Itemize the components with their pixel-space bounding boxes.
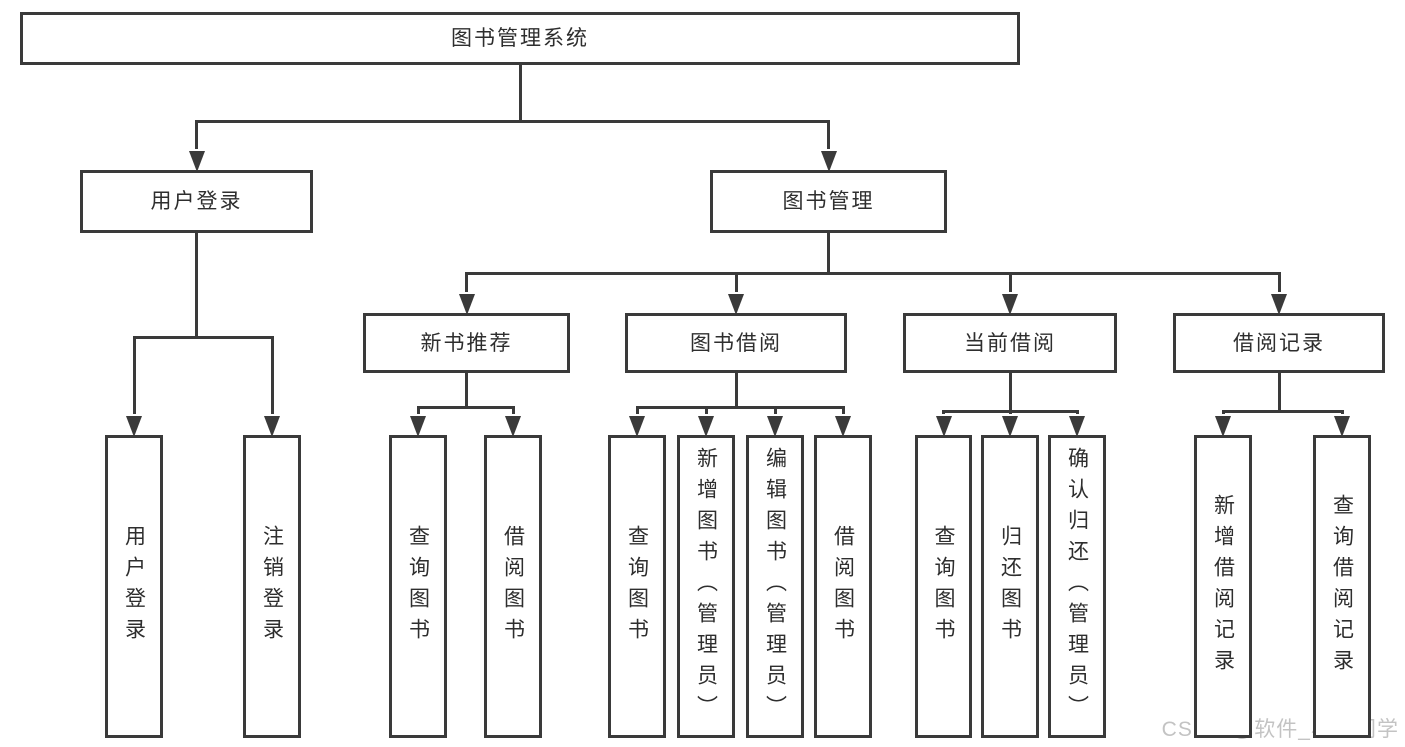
node-label-leaf-borrow-book-2: 借阅图书 (831, 524, 855, 649)
connector-bus-user-login-group (132, 336, 274, 339)
arrowhead-icon-leaf-borrow-book-1 (505, 416, 521, 437)
node-label-leaf-borrow-book-1: 借阅图书 (501, 524, 525, 649)
node-book-management: 图书管理 (710, 170, 947, 233)
connector-drop-leaf-query-book-2 (635, 409, 639, 414)
connector-bus-new-book-recommend (416, 406, 515, 409)
node-root: 图书管理系统 (20, 12, 1020, 65)
node-leaf-add-borrow-record: 新增借阅记录 (1194, 435, 1252, 738)
connector-drop-leaf-add-borrow-record (1221, 413, 1225, 414)
arrowhead-icon-leaf-borrow-book-2 (835, 416, 851, 437)
node-label-leaf-user-login: 用户登录 (122, 524, 146, 649)
arrowhead-icon-leaf-logout (264, 416, 280, 437)
connector-drop-leaf-return-book (1008, 413, 1012, 414)
node-label-user-login-group: 用户登录 (150, 190, 243, 213)
connector-stem-user-login-group (195, 233, 198, 339)
arrowhead-icon-leaf-query-book-1 (410, 416, 426, 437)
node-leaf-confirm-return: 确认归还（管理员） (1048, 435, 1106, 738)
arrowhead-icon-leaf-return-book (1002, 416, 1018, 437)
connector-bus-book-management (465, 272, 1281, 275)
arrowhead-icon-new-book-recommend (458, 294, 475, 315)
connector-bus-current-borrow (942, 410, 1079, 413)
connector-stem-current-borrow (1008, 373, 1012, 413)
arrowhead-icon-book-borrow (728, 294, 744, 315)
connector-stem-book-management (827, 233, 830, 275)
node-label-leaf-add-borrow-record: 新增借阅记录 (1211, 493, 1235, 680)
node-label-leaf-add-book: 新增图书（管理员） (694, 447, 718, 726)
connector-drop-current-borrow (1008, 275, 1012, 292)
node-leaf-query-book-2: 查询图书 (608, 435, 666, 738)
node-borrow-records: 借阅记录 (1173, 313, 1385, 373)
connector-drop-leaf-add-book (704, 409, 708, 414)
connector-drop-user-login-group (195, 123, 198, 149)
node-label-leaf-query-book-1: 查询图书 (406, 524, 430, 649)
connector-stem-book-borrow (734, 373, 738, 409)
node-label-borrow-records: 借阅记录 (1233, 331, 1325, 355)
arrowhead-icon-leaf-edit-book (767, 416, 783, 437)
connector-drop-leaf-user-login (132, 339, 136, 414)
connector-drop-new-book-recommend (465, 275, 468, 292)
arrowhead-icon-current-borrow (1002, 294, 1018, 315)
connector-drop-leaf-borrow-book-1 (511, 409, 515, 414)
node-label-leaf-query-book-2: 查询图书 (625, 524, 649, 649)
node-leaf-query-borrow-record: 查询借阅记录 (1313, 435, 1371, 738)
node-leaf-borrow-book-2: 借阅图书 (814, 435, 872, 738)
connector-stem-root (518, 65, 522, 123)
connector-stem-borrow-records (1277, 373, 1281, 413)
node-label-current-borrow: 当前借阅 (964, 331, 1056, 355)
arrowhead-icon-leaf-add-book (698, 416, 714, 437)
arrowhead-icon-leaf-query-borrow-record (1334, 416, 1350, 437)
node-label-leaf-query-borrow-record: 查询借阅记录 (1330, 493, 1354, 680)
node-leaf-edit-book: 编辑图书（管理员） (746, 435, 804, 738)
connector-bus-book-borrow (635, 406, 845, 409)
connector-drop-leaf-query-book-3 (942, 413, 945, 414)
node-leaf-add-book: 新增图书（管理员） (677, 435, 735, 738)
connector-drop-leaf-logout (270, 339, 274, 414)
connector-drop-leaf-borrow-book-2 (841, 409, 845, 414)
node-label-leaf-edit-book: 编辑图书（管理员） (763, 447, 787, 726)
node-new-book-recommend: 新书推荐 (363, 313, 570, 373)
node-label-new-book-recommend: 新书推荐 (420, 331, 513, 355)
connector-drop-leaf-confirm-return (1075, 413, 1079, 414)
node-leaf-query-book-3: 查询图书 (915, 435, 972, 738)
arrowhead-icon-user-login-group (188, 151, 205, 172)
node-leaf-user-login: 用户登录 (105, 435, 163, 738)
node-leaf-borrow-book-1: 借阅图书 (484, 435, 542, 738)
arrowhead-icon-leaf-user-login (126, 416, 142, 437)
connector-drop-book-management (827, 123, 830, 149)
arrowhead-icon-leaf-add-borrow-record (1215, 416, 1231, 437)
node-leaf-query-book-1: 查询图书 (389, 435, 447, 738)
node-label-leaf-return-book: 归还图书 (998, 524, 1022, 649)
connector-drop-leaf-edit-book (773, 409, 777, 414)
node-current-borrow: 当前借阅 (903, 313, 1117, 373)
node-label-leaf-query-book-3: 查询图书 (932, 524, 955, 649)
node-book-borrow: 图书借阅 (625, 313, 847, 373)
node-label-root: 图书管理系统 (451, 27, 589, 50)
connector-stem-new-book-recommend (465, 373, 468, 409)
arrowhead-icon-leaf-confirm-return (1069, 416, 1085, 437)
node-user-login-group: 用户登录 (80, 170, 313, 233)
arrowhead-icon-leaf-query-book-3 (935, 416, 952, 437)
connector-drop-borrow-records (1277, 275, 1281, 292)
connector-drop-leaf-query-borrow-record (1340, 413, 1344, 414)
connector-drop-book-borrow (734, 275, 738, 292)
node-label-book-borrow: 图书借阅 (690, 331, 782, 355)
node-label-leaf-confirm-return: 确认归还（管理员） (1065, 447, 1089, 726)
connector-drop-leaf-query-book-1 (416, 409, 420, 414)
node-leaf-logout: 注销登录 (243, 435, 301, 738)
arrowhead-icon-book-management (820, 151, 837, 172)
arrowhead-icon-leaf-query-book-2 (629, 416, 645, 437)
connector-bus-borrow-records (1221, 410, 1344, 413)
node-label-leaf-logout: 注销登录 (260, 524, 284, 649)
connector-bus-root (195, 120, 830, 123)
arrowhead-icon-borrow-records (1271, 294, 1287, 315)
node-leaf-return-book: 归还图书 (981, 435, 1039, 738)
node-label-book-management: 图书管理 (782, 190, 875, 213)
